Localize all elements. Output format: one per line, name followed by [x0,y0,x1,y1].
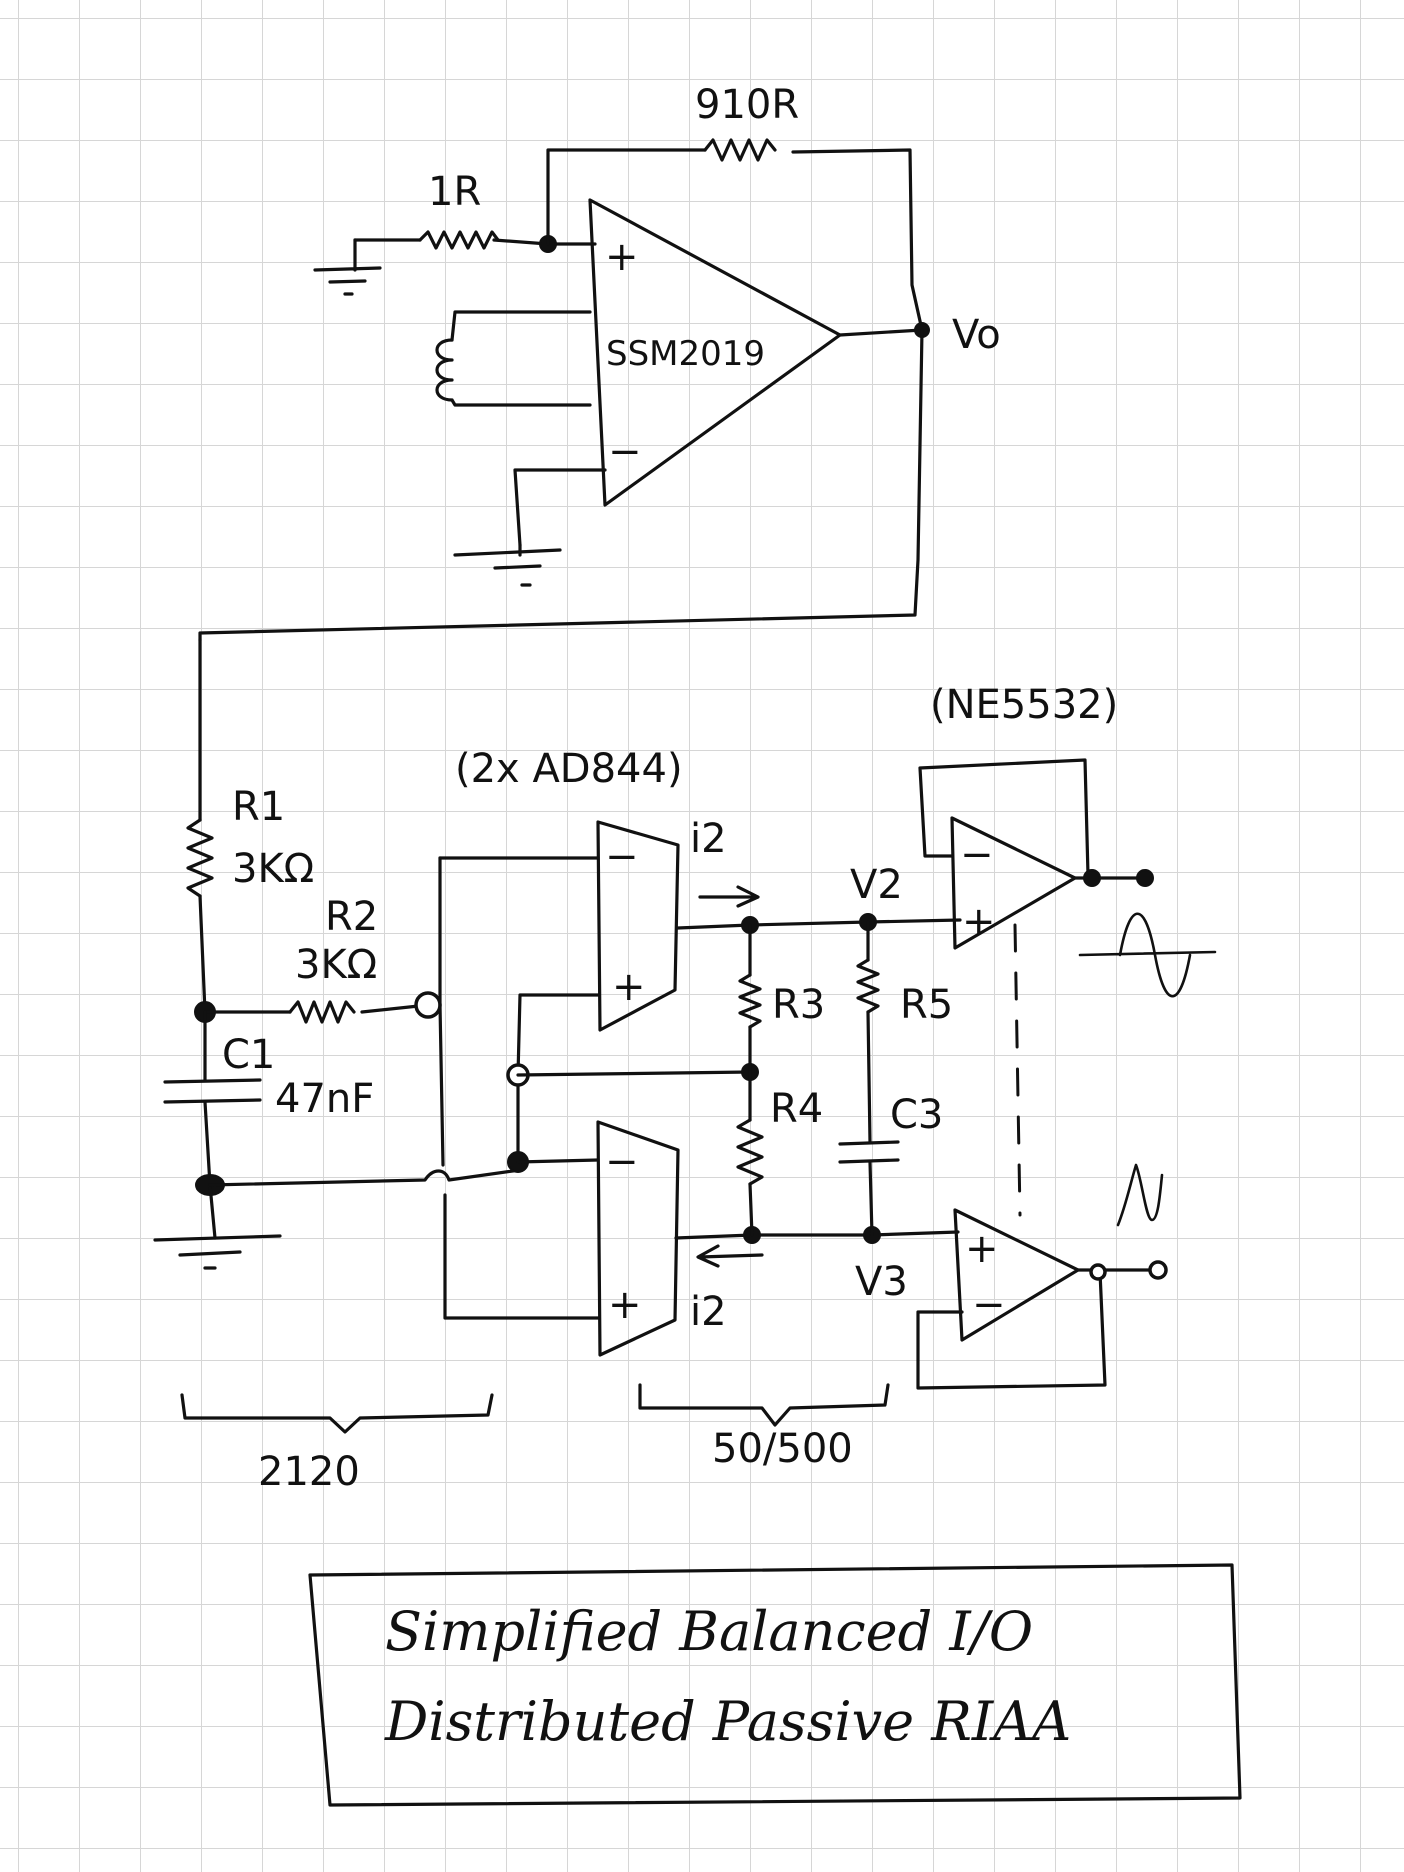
wire-top-out-v2 [676,918,962,930]
resistor-r5 [856,958,880,1014]
label-2120: 2120 [258,1449,360,1495]
mic-preamp-stage [198,138,930,642]
wire-ground-left [208,1183,217,1240]
ne5532-stage [916,758,1217,1390]
capacitor-c1 [163,1078,262,1104]
wire-top-plus-bus [516,993,600,1164]
label-r4: R4 [770,1086,823,1132]
ne5532-top [950,816,1077,950]
label-ne-top-plus: + [962,899,996,945]
label-r3: R3 [772,982,825,1028]
ssm2019-opamp [588,198,842,507]
label-bottom-minus: − [605,1139,639,1185]
label-c3: C3 [890,1092,943,1138]
passive-50-500-network [736,920,900,1237]
label-1r: 1R [428,169,481,215]
label-ssm-minus: − [608,429,642,475]
caption-line-2: Distributed Passive RIAA [384,1690,1071,1753]
passive-2120-network [153,638,522,1270]
wire-feedback-left [546,148,707,246]
node-top-buffer-out [1083,869,1101,887]
label-ssm2019: SSM2019 [606,334,765,374]
label-ssm-plus: + [605,234,639,280]
wire-r1-to-node [198,894,207,1014]
ground-symbol-left [153,1234,282,1270]
label-v2: V2 [850,862,903,908]
wire-bottom-minus [516,1158,600,1164]
arrow-i2-bottom [696,1244,764,1268]
caption-box [308,1563,1242,1807]
wire-vo-to-r1 [198,328,924,642]
node-bottom-buffer-out [1089,1263,1107,1281]
wire-to-bottom-plus [438,1003,600,1320]
label-vo: Vo [952,312,1001,358]
label-r2-value: 3KΩ [295,942,377,988]
wire-to-r3-r4-mid [516,1070,752,1077]
ne5532-bottom [953,1208,1080,1342]
resistor-910r [703,138,777,162]
sine-wave-icon-bottom [1116,1163,1164,1227]
wire-ground-to-lower-inv [208,1168,522,1187]
wire-opamp-output [838,328,924,337]
label-r1-value: 3KΩ [232,846,314,892]
label-r1: R1 [232,784,285,830]
ground-symbol-top-left [313,238,382,296]
wire-bottom-out-v3 [674,1230,960,1240]
label-2x-ad844: (2x AD844) [455,746,683,792]
ad844-bottom [596,1120,680,1357]
wire-minus-to-ground [513,468,607,547]
output-terminal-bottom [1148,1260,1168,1280]
label-r5: R5 [900,982,953,1028]
wire-coil-bottom [450,398,592,407]
resistor-1r [418,230,500,250]
wire-c3-bottom [868,1160,874,1237]
label-bottom-plus: + [608,1282,642,1328]
brace-2120 [180,1393,494,1434]
cartridge-coil-icon [435,338,454,402]
label-910r: 910R [695,82,799,128]
wire-feedback-right [791,148,924,332]
label-ne-bottom-minus: − [972,1282,1006,1328]
wire-r5-to-c3 [866,1010,872,1144]
ground-symbol-top-bottom [453,548,562,587]
label-c1: C1 [222,1032,275,1078]
wire-bottom-buffer-feedback [916,1270,1107,1390]
resistor-r4 [736,1118,764,1186]
label-ne-bottom-plus: + [965,1226,999,1272]
label-c1-value: 47nF [275,1076,374,1122]
resistor-r3 [738,973,762,1029]
label-i2-bottom: i2 [690,1289,727,1335]
output-terminal-top [1136,869,1154,887]
node-r2-junction [414,991,442,1019]
label-50-500: 50/500 [712,1426,853,1472]
wire-c1-bottom [203,1100,212,1187]
arrow-i2-top [698,885,760,908]
label-top-plus: + [612,964,646,1010]
label-ne-top-minus: − [960,832,994,878]
caption-line-1: Simplified Balanced I/O [385,1600,1033,1663]
label-v3: V3 [855,1259,908,1305]
sine-wave-icon-top [1078,912,1217,998]
wire-r4-bottom [748,1182,754,1237]
label-i2-top: i2 [690,816,727,862]
resistor-r1 [186,818,214,898]
dashed-package-link [1013,923,1022,1217]
label-ne5532: (NE5532) [930,682,1118,728]
capacitor-c3 [838,1140,900,1164]
wire-top-buffer-feedback [918,758,1090,877]
brace-50-500 [638,1383,890,1427]
label-top-minus: − [605,834,639,880]
wire-coil-top [450,310,592,342]
label-r2: R2 [325,894,378,940]
ad844-top [596,820,680,1032]
resistor-r2 [288,1000,356,1024]
